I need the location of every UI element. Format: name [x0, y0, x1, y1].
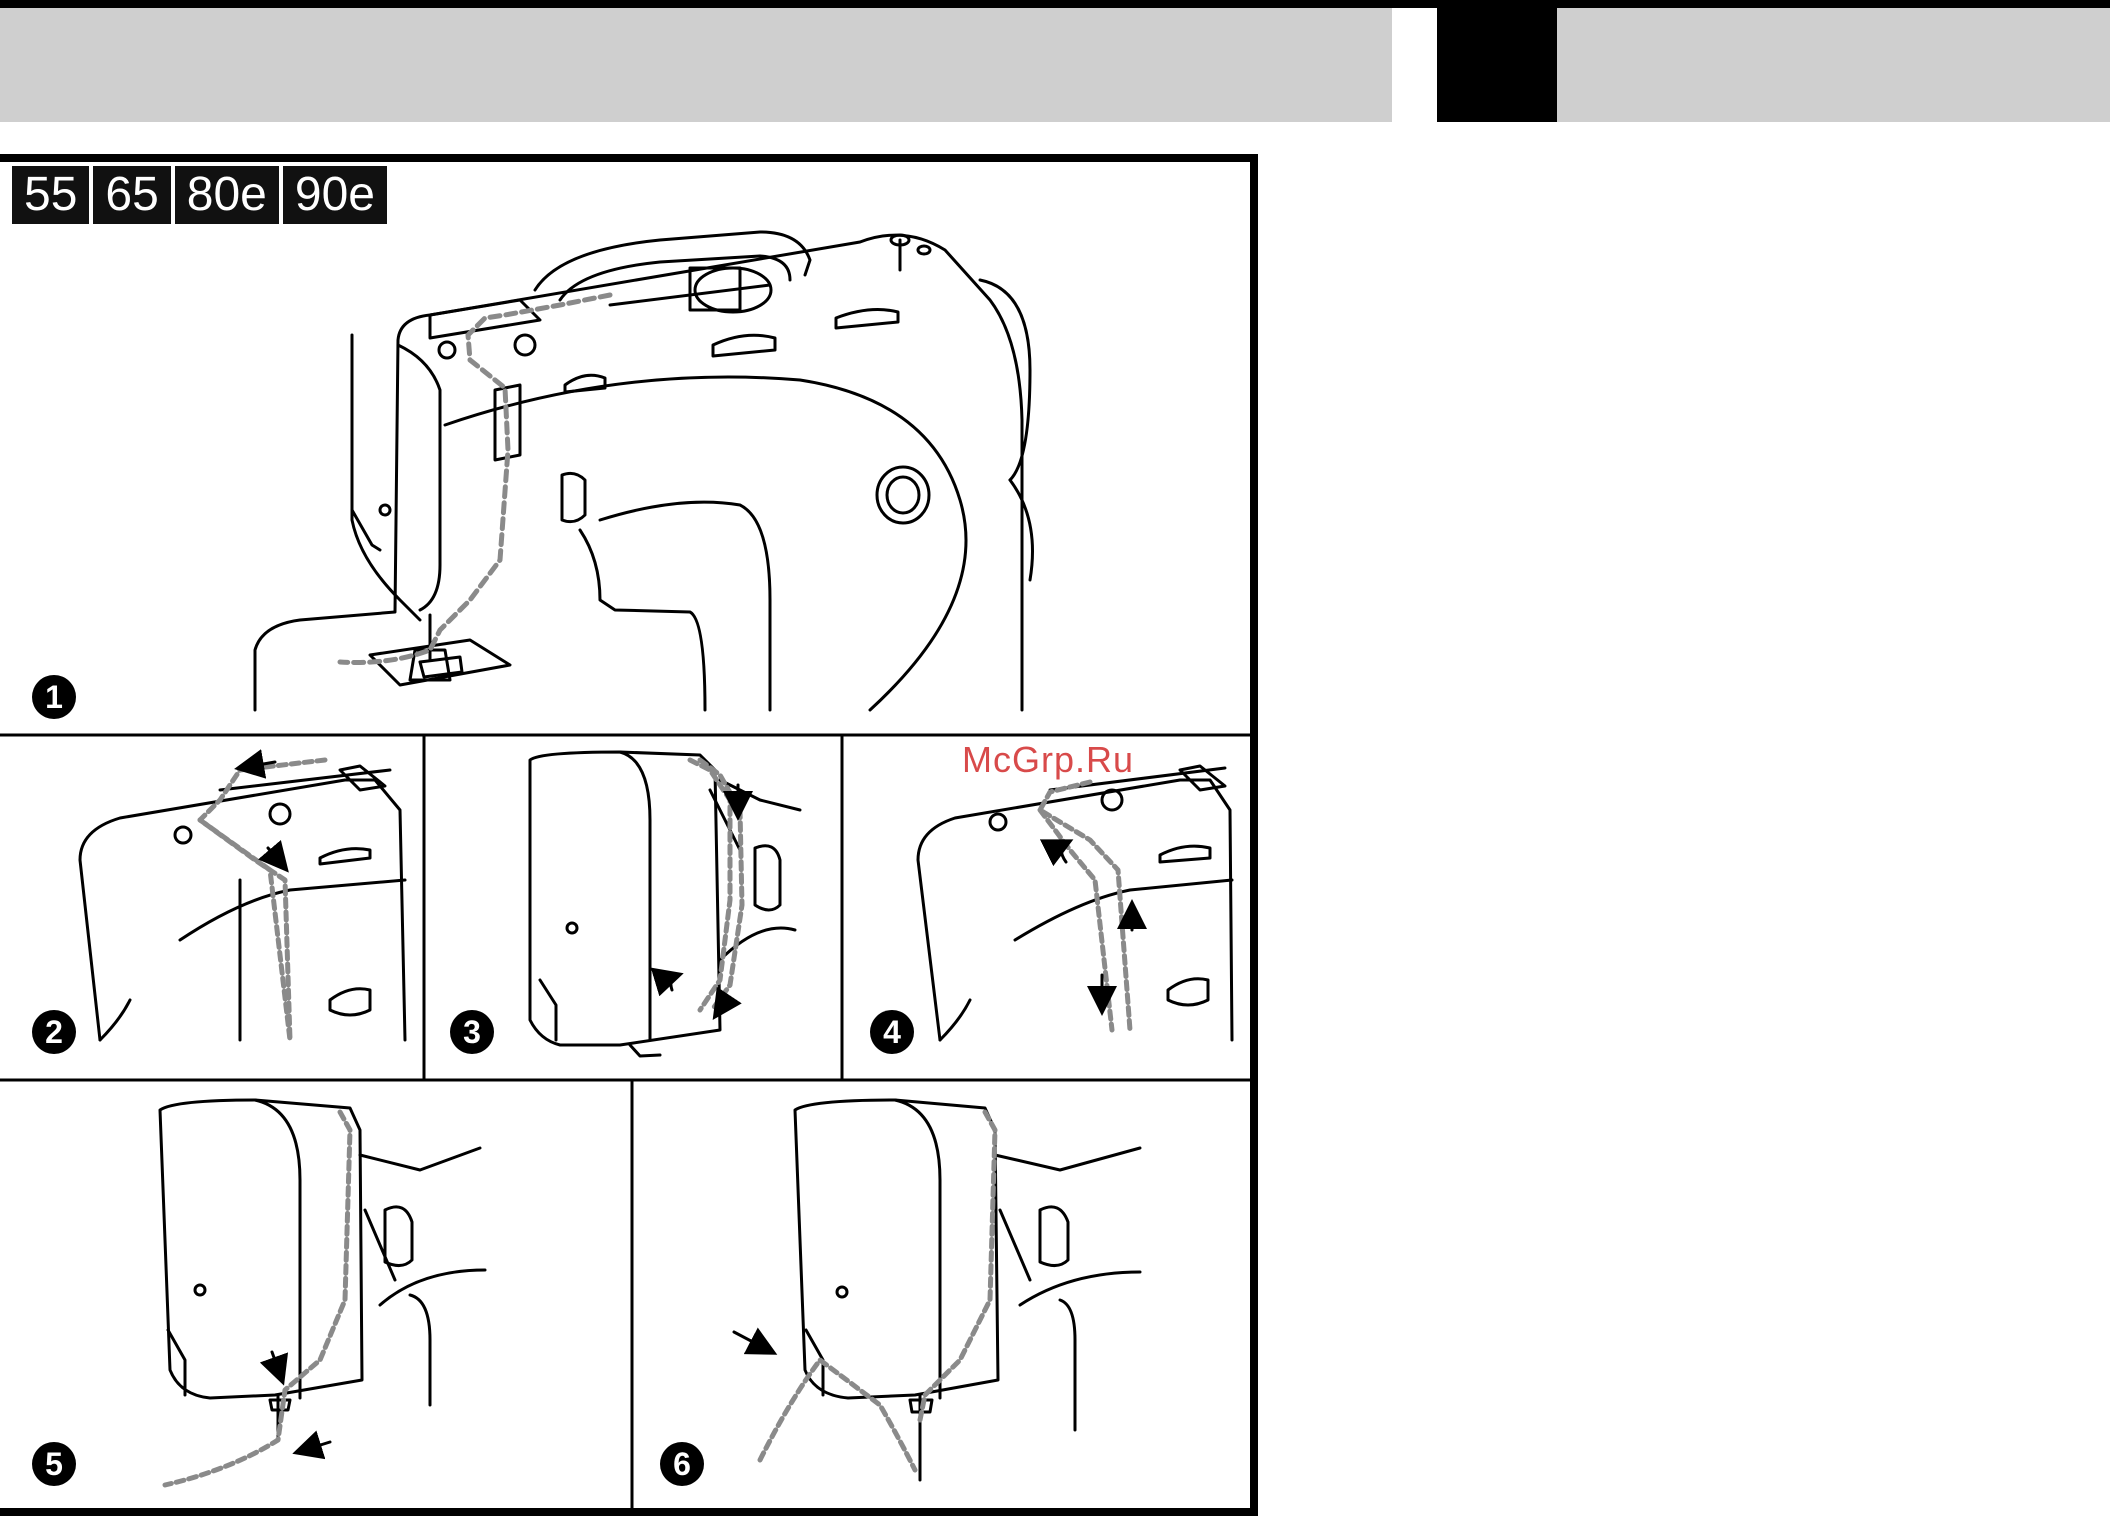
step-badge-2: 2 [32, 1010, 76, 1054]
step-badge-1: 1 [32, 675, 76, 719]
panel-4-tension-discs [918, 766, 1232, 1040]
panel-1-machine-overview [255, 232, 1033, 710]
step-badge-4: 4 [870, 1010, 914, 1054]
panel-2-thread-guide [80, 760, 405, 1040]
panel-6-needle-threading [734, 1100, 1140, 1480]
step-badge-6: 6 [660, 1442, 704, 1486]
panel-3-take-up-lever [530, 752, 800, 1056]
step-badge-3: 3 [450, 1010, 494, 1054]
panel-5-needle-guide [160, 1100, 485, 1485]
watermark-text: McGrp.Ru [962, 740, 1134, 780]
step-badge-5: 5 [32, 1442, 76, 1486]
